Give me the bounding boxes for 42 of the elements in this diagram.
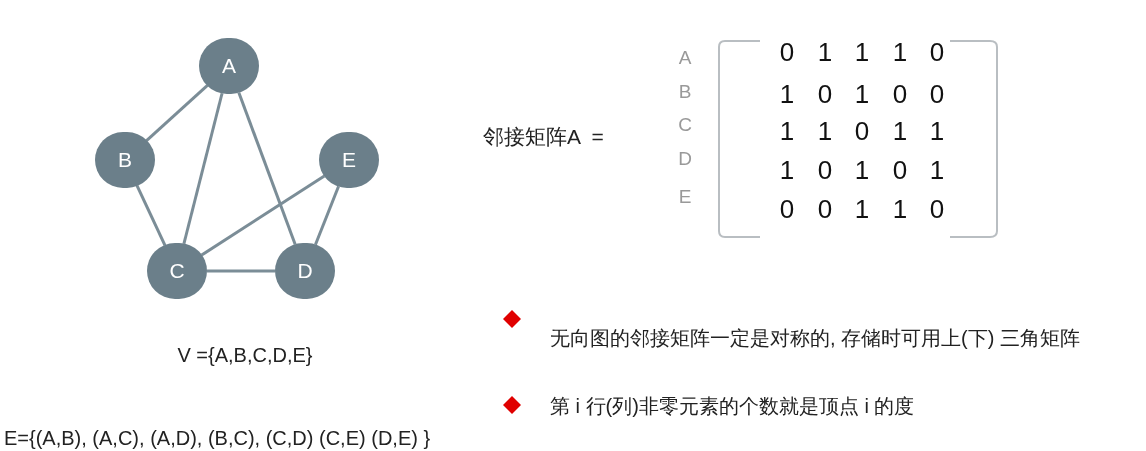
matrix-cell: 1 xyxy=(929,157,945,183)
matrix-cell: 0 xyxy=(817,81,833,107)
row-header: E xyxy=(678,186,692,206)
matrix-cell: 0 xyxy=(817,196,833,222)
bullet-text: 第 i 行(列)非零元素的个数就是顶点 i 的度 xyxy=(549,394,916,419)
matrix-cell: 1 xyxy=(892,39,908,65)
matrix-cell: 1 xyxy=(854,81,870,107)
matrix-cell: 1 xyxy=(779,157,795,183)
matrix-cell: 1 xyxy=(817,39,833,65)
matrix-cell: 0 xyxy=(854,118,870,144)
row-header: D xyxy=(678,148,692,168)
graph-edge xyxy=(314,185,340,246)
matrix-cell: 0 xyxy=(929,196,945,222)
row-header: A xyxy=(678,47,692,67)
graph-edge xyxy=(182,92,224,245)
graph-edge xyxy=(135,185,167,246)
matrix-cell: 1 xyxy=(817,118,833,144)
matrix-cell: 1 xyxy=(892,196,908,222)
graph-edge xyxy=(207,269,275,273)
matrix-cell: 1 xyxy=(779,81,795,107)
row-header: C xyxy=(678,114,692,134)
matrix-cell: 0 xyxy=(892,81,908,107)
matrix-cell: 1 xyxy=(854,157,870,183)
set-definition: E={(A,B), (A,C), (A,D), (B,C), (C,D) (C,E) (D,E) } xyxy=(4,428,431,448)
matrix-cell: 0 xyxy=(779,39,795,65)
matrix-cell: 0 xyxy=(779,196,795,222)
matrix-cell: 1 xyxy=(779,118,795,144)
matrix-name: 邻接矩阵A = xyxy=(483,125,604,147)
graph-edge xyxy=(200,174,326,257)
matrix-cell: 1 xyxy=(892,118,908,144)
matrix-cell: 1 xyxy=(929,118,945,144)
matrix-cell: 0 xyxy=(929,39,945,65)
set-definition: V ={A,B,C,D,E} xyxy=(177,345,313,365)
matrix-cell: 0 xyxy=(892,157,908,183)
bullet-text: 无向图的邻接矩阵一定是对称的, 存储时可用上(下) 三角矩阵 xyxy=(549,326,1081,351)
graph-edge xyxy=(145,84,209,142)
graph-edge xyxy=(237,91,297,246)
matrix-cell: 0 xyxy=(929,81,945,107)
row-header: B xyxy=(678,81,692,101)
matrix-cell: 1 xyxy=(854,196,870,222)
matrix-cell: 1 xyxy=(854,39,870,65)
matrix-cell: 0 xyxy=(817,157,833,183)
